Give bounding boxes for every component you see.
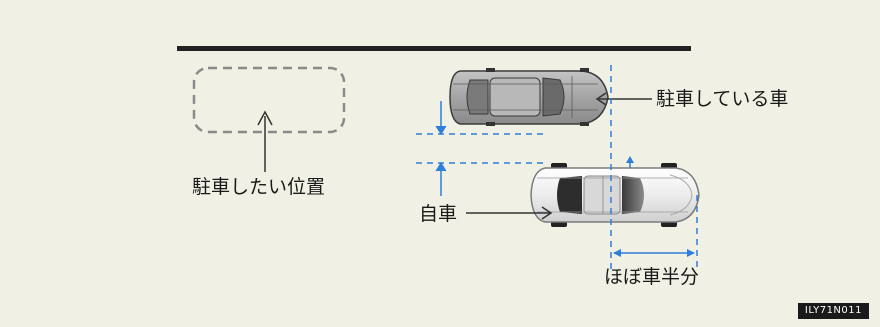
own-car-rear-marker: [626, 156, 634, 168]
own-car-label: 自車: [419, 203, 458, 225]
own-car-pointer: [466, 206, 553, 220]
target-parking-spot: [192, 66, 346, 134]
half-car-length-label: ほぼ車半分: [604, 266, 700, 288]
half-car-length-dimension: [613, 249, 695, 257]
parked-car: [449, 68, 609, 126]
target-spot-pointer: [257, 110, 273, 172]
own-car: [530, 163, 700, 227]
wall-line: [177, 46, 691, 51]
parked-car-label: 駐車している車: [656, 88, 789, 110]
target-spot-label: 駐車したい位置: [192, 176, 326, 198]
side-gap-arrows: [435, 101, 447, 196]
image-code-badge: ILY71N011: [797, 303, 869, 319]
parked-car-pointer: [595, 92, 652, 106]
